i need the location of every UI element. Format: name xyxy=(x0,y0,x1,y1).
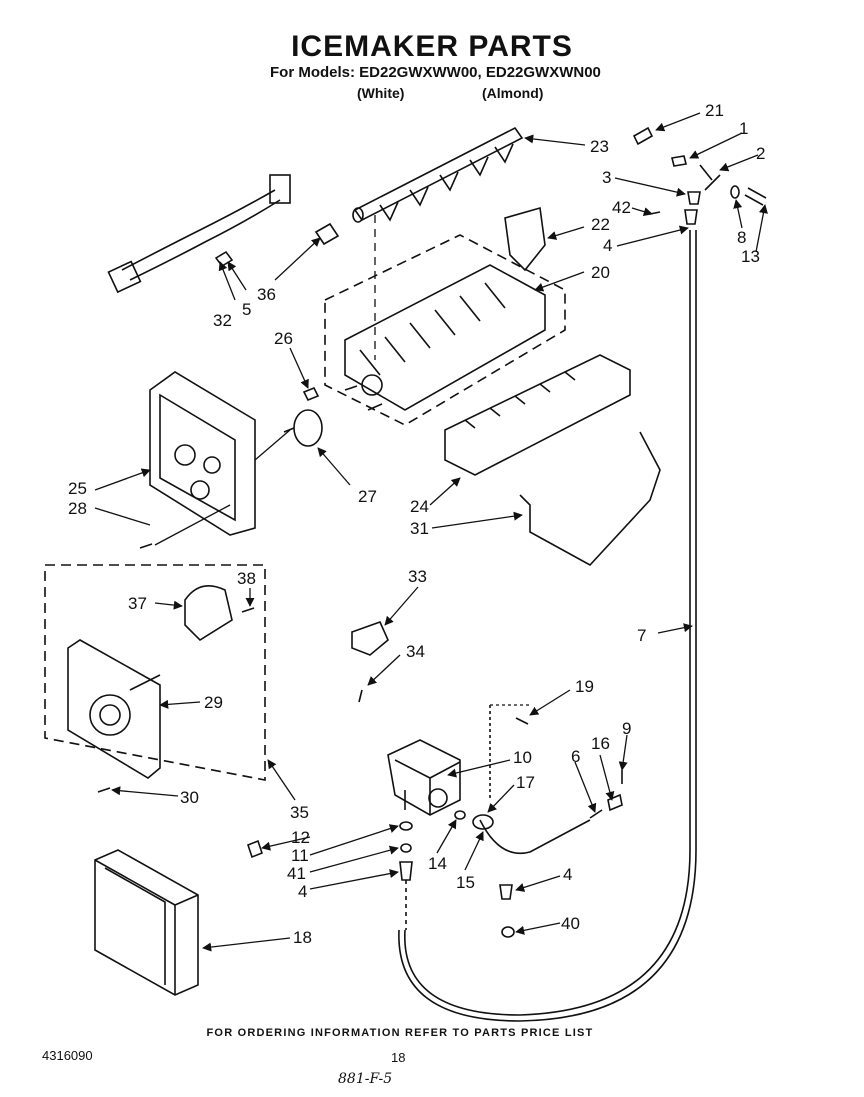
clip-part-26 xyxy=(302,386,320,402)
screw-part-28 xyxy=(139,543,153,549)
callout-20: 20 xyxy=(591,263,610,282)
mold-outline-dashed xyxy=(324,234,566,426)
callout-10: 10 xyxy=(513,748,532,767)
callout-16: 16 xyxy=(591,734,610,753)
screw-part-30 xyxy=(97,787,111,793)
callout-23: 23 xyxy=(590,137,609,156)
callout-25: 25 xyxy=(68,479,87,498)
callout-41: 41 xyxy=(287,864,306,883)
stripper-part-24 xyxy=(444,354,631,476)
callout-38: 38 xyxy=(237,569,256,588)
grommet-part-15 xyxy=(472,814,494,830)
housing-part-25 xyxy=(149,371,256,536)
water-valve-part-10 xyxy=(387,739,591,854)
cover-part-33 xyxy=(351,620,389,656)
callout-40: 40 xyxy=(561,914,580,933)
callout-9: 9 xyxy=(622,719,631,738)
ejector-assembly-part-23 xyxy=(352,126,524,223)
screw-part-19 xyxy=(515,717,529,725)
page-title: ICEMAKER PARTS xyxy=(291,30,573,63)
callout-30: 30 xyxy=(180,788,199,807)
bracket-part-36 xyxy=(314,222,340,246)
callout-5: 5 xyxy=(242,300,251,319)
callout-15: 15 xyxy=(456,873,475,892)
washer-part-14 xyxy=(454,810,466,820)
callout-34: 34 xyxy=(406,642,425,661)
callout-6: 6 xyxy=(571,747,580,766)
water-tube-part-7 xyxy=(398,230,697,1022)
callout-37: 37 xyxy=(128,594,147,613)
callout-labels: 21 1 2 3 42 4 8 13 23 22 20 32 5 36 26 2… xyxy=(68,101,765,947)
document-number: 4316090 xyxy=(42,1048,93,1063)
callout-11: 11 xyxy=(291,846,309,865)
fill-tube-fittings-top xyxy=(632,126,767,225)
callout-36: 36 xyxy=(257,285,276,304)
callout-33: 33 xyxy=(408,567,427,586)
models-line: For Models: ED22GWXWW00, ED22GWXWN00 xyxy=(270,64,601,81)
wire-harness-part-32 xyxy=(107,174,291,294)
callout-42: 42 xyxy=(612,198,631,217)
callout-18: 18 xyxy=(293,928,312,947)
page-number: 18 xyxy=(391,1050,406,1065)
callout-4-top: 4 xyxy=(603,236,612,255)
callout-14: 14 xyxy=(428,854,447,873)
callout-17: 17 xyxy=(516,773,535,792)
ice-bin-part-18 xyxy=(94,849,199,996)
mold-heater-plate-part-29 xyxy=(67,639,161,779)
callout-22: 22 xyxy=(591,215,610,234)
callout-26: 26 xyxy=(274,329,293,348)
shutoff-arm-part-31 xyxy=(519,431,661,567)
callout-28: 28 xyxy=(68,499,87,518)
callout-1: 1 xyxy=(739,119,748,138)
motor-group-outline-dashed xyxy=(44,564,266,781)
screw-part-38 xyxy=(241,607,255,613)
motor-part-37 xyxy=(184,584,233,642)
fill-cup-part-22 xyxy=(504,206,546,272)
callout-19: 19 xyxy=(575,677,594,696)
callout-29: 29 xyxy=(204,693,223,712)
nut-part-40 xyxy=(501,926,515,938)
callout-31: 31 xyxy=(410,519,429,538)
callout-3: 3 xyxy=(602,168,611,187)
ice-mold-part-20 xyxy=(344,264,546,411)
callout-4-left: 4 xyxy=(298,882,307,901)
white-label: (White) xyxy=(357,85,405,101)
valve-parts-11-41-4 xyxy=(399,821,413,930)
clamp-part-16 xyxy=(607,793,623,812)
callout-12: 12 xyxy=(291,828,310,847)
ordering-note: FOR ORDERING INFORMATION REFER TO PARTS … xyxy=(206,1027,594,1039)
callout-32: 32 xyxy=(213,311,232,330)
callout-13: 13 xyxy=(741,247,760,266)
leader-lines xyxy=(94,112,768,952)
callout-35: 35 xyxy=(290,803,309,822)
callout-8: 8 xyxy=(737,228,746,247)
tube-part-6 xyxy=(589,809,603,819)
callout-21: 21 xyxy=(705,101,724,120)
almond-label: (Almond) xyxy=(482,85,544,101)
callout-2: 2 xyxy=(756,144,765,163)
callout-24: 24 xyxy=(410,497,429,516)
fitting-part-4-lower xyxy=(499,884,513,900)
callout-4-right: 4 xyxy=(563,865,572,884)
callout-7: 7 xyxy=(637,626,646,645)
thermostat-part-27 xyxy=(283,409,323,447)
callout-27: 27 xyxy=(358,487,377,506)
handwritten-note: 881-F-5 xyxy=(338,1071,393,1087)
screw-part-34 xyxy=(358,689,363,703)
nut-part-12 xyxy=(247,839,263,859)
